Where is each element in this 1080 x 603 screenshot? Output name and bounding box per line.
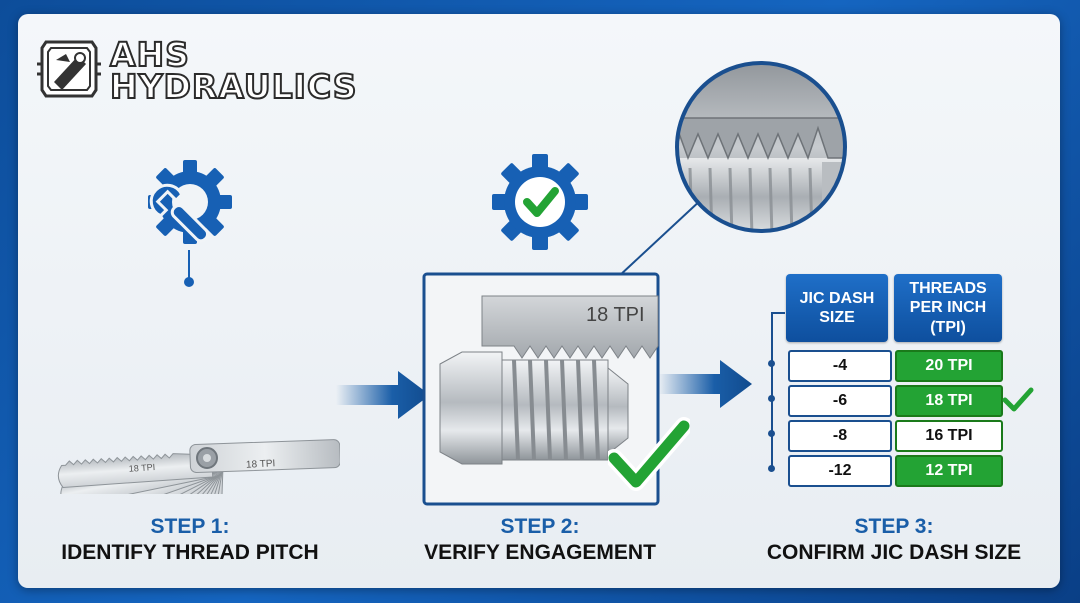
table-cell-dash: -6 xyxy=(788,385,892,417)
gauge-blade-label: 18 TPI xyxy=(128,462,155,474)
infographic-panel: AHS HYDRAULICS xyxy=(18,14,1060,588)
arrow-step2-to-step3-icon xyxy=(658,360,752,408)
row-checkmark-icon xyxy=(1002,387,1034,412)
row-bullet xyxy=(768,360,775,367)
row-bullet xyxy=(768,430,775,437)
wrench-gear-icon xyxy=(148,160,232,244)
table-cell-tpi: 12 TPI xyxy=(895,455,1003,487)
step2-description: VERIFY ENGAGEMENT xyxy=(424,541,656,564)
row-bullet xyxy=(768,395,775,402)
row-bullet xyxy=(768,465,775,472)
step3-number: STEP 3: xyxy=(854,515,934,538)
logo-mark-icon xyxy=(37,40,101,98)
table-bracket-line xyxy=(771,312,773,470)
checkmark-icon xyxy=(608,417,690,491)
gauge-blade: 18 TPI xyxy=(57,453,214,488)
verify-gauge-label: 18 TPI xyxy=(586,304,645,326)
table-header-dash-size: JIC DASH SIZE xyxy=(786,274,888,342)
table-cell-dash: -12 xyxy=(788,455,892,487)
table-cell-tpi: 18 TPI xyxy=(895,385,1003,417)
table-bracket-top xyxy=(771,312,785,314)
gauge-front-label: 18 TPI xyxy=(245,458,276,471)
thread-engagement-photo-image xyxy=(422,272,660,506)
step1-description: IDENTIFY THREAD PITCH xyxy=(61,541,319,564)
table-cell-dash: -8 xyxy=(788,420,892,452)
check-gear-icon xyxy=(492,154,588,250)
step2-number: STEP 2: xyxy=(500,515,580,538)
step3-description: CONFIRM JIC DASH SIZE xyxy=(766,541,1022,564)
table-cell-tpi: 16 TPI xyxy=(895,420,1003,452)
step1-connector-line xyxy=(188,250,190,278)
table-header-tpi: THREADS PER INCH (TPI) xyxy=(894,274,1002,342)
table-cell-dash: -4 xyxy=(788,350,892,382)
brand-name-line2: HYDRAULICS xyxy=(109,67,358,106)
table-cell-tpi: 20 TPI xyxy=(895,350,1003,382)
brand-name-line1: AHS xyxy=(109,35,190,74)
step1-number: STEP 1: xyxy=(150,515,230,538)
step1-connector-dot xyxy=(184,277,194,287)
arrow-step1-to-step2-icon xyxy=(336,371,430,419)
thread-closeup-magnifier-image xyxy=(675,61,847,233)
